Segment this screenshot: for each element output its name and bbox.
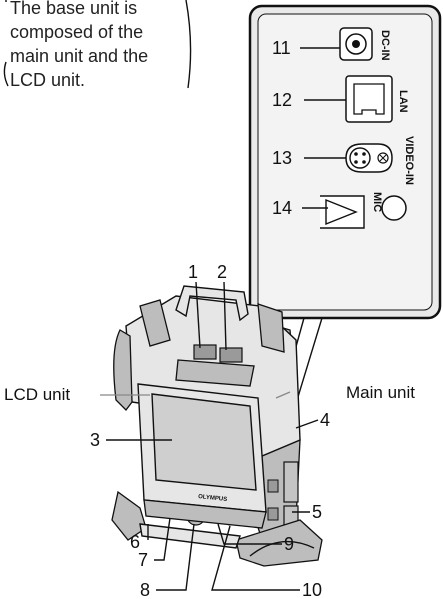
lcd-screen: [151, 393, 257, 491]
port-label-mic: MIC: [371, 192, 383, 212]
port-mic: MIC 14: [272, 192, 407, 229]
unit-labels: LCD unit Main unit: [4, 383, 415, 404]
port-label-video-in: VIDEO-IN: [403, 136, 415, 185]
callout-1: 1: [188, 262, 198, 282]
left-bumper: [139, 299, 171, 347]
left-handle: [113, 329, 133, 411]
port-label-lan: LAN: [397, 90, 409, 113]
callout-14: 14: [272, 198, 292, 218]
top-cradle: [175, 359, 255, 387]
port-lan: LAN 12: [272, 75, 409, 123]
base-plate: [139, 523, 241, 549]
callout-9: 9: [284, 534, 294, 554]
port-video-in: VIDEO-IN 13: [272, 136, 415, 185]
leader-lines: [100, 281, 319, 591]
connector-1: [193, 344, 217, 360]
port-dc-in: DC-IN 11: [272, 27, 391, 61]
label-lcd-unit: LCD unit: [4, 385, 70, 404]
dc-in-jack-icon: [345, 33, 367, 55]
callout-4: 4: [320, 410, 330, 430]
callout-6: 6: [130, 532, 140, 552]
callout-10: 10: [302, 580, 322, 599]
top-handle: [175, 285, 249, 322]
label-main-unit: Main unit: [346, 383, 415, 402]
callout-3: 3: [90, 430, 100, 450]
right-bumper: [257, 303, 285, 353]
note-line-2: composed of the: [10, 22, 143, 42]
warning-triangle-icon: [325, 198, 358, 226]
side-cover-4: [283, 461, 299, 503]
connector-panel-detail: DC-IN 11 LAN 12 VIDEO-IN 13: [248, 4, 442, 411]
note-line-4: LCD unit.: [10, 70, 85, 90]
connector-2: [219, 347, 243, 363]
callout-13: 13: [272, 148, 292, 168]
base-unit-illustration: OLYMPUS: [111, 285, 323, 567]
callout-2: 2: [217, 262, 227, 282]
video-in-port-icon: [349, 147, 371, 169]
callout-5: 5: [312, 502, 322, 522]
callout-8: 8: [140, 580, 150, 599]
callout-11: 11: [272, 38, 291, 58]
left-foot: [111, 490, 147, 541]
brand-logo: OLYMPUS: [198, 494, 228, 503]
note-box: The base unit is composed of the main un…: [3, 0, 192, 90]
port-label-dc-in: DC-IN: [379, 30, 391, 61]
lan-port-icon: [353, 83, 385, 115]
callout-12: 12: [272, 90, 292, 110]
warning-triangle-frame: [320, 195, 365, 229]
callout-7: 7: [138, 550, 148, 570]
note-line-3: main unit and the: [10, 46, 148, 66]
front-lower-bezel: [143, 499, 267, 529]
mic-jack-icon: [381, 195, 407, 221]
note-line-1: The base unit is: [10, 0, 137, 18]
callouts: 1 2 3 4 5 6 7 8 9 10: [90, 262, 330, 599]
